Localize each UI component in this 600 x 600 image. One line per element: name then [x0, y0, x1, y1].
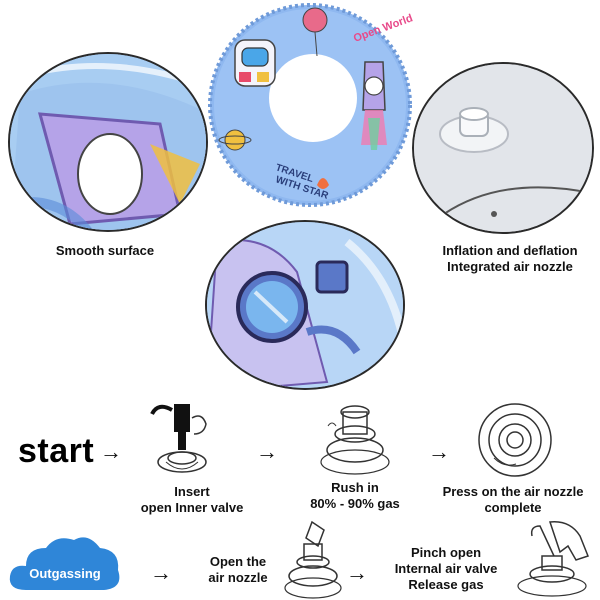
astronaut-icon	[234, 39, 276, 87]
press-caption-line2: complete	[484, 500, 542, 515]
air-nozzle-caption: Inflation and deflation Integrated air n…	[420, 243, 600, 275]
rush-caption-line2: 80% - 90% gas	[310, 496, 400, 511]
pump-icon	[150, 404, 207, 473]
outgassing-label: Outgassing	[29, 566, 101, 581]
open-nozzle-caption: Open the air nozzle	[196, 554, 280, 586]
air-nozzle-caption-line1: Inflation and deflation	[442, 243, 578, 258]
open-nozzle-caption-line1: Open the	[209, 554, 267, 569]
smooth-surface-closeup	[8, 52, 208, 232]
air-nozzle-caption-line2: Integrated air nozzle	[447, 259, 573, 274]
swim-ring-image: Open World TRAVEL WITH STAR	[208, 3, 414, 207]
press-caption: Press on the air nozzle complete	[426, 484, 600, 516]
arrow-icon: →	[346, 560, 368, 585]
insert-caption-line1: Insert	[174, 484, 210, 499]
air-valve-icon	[284, 520, 342, 599]
start-label: start	[18, 432, 95, 470]
pinch-caption-line1: Pinch open	[410, 545, 482, 560]
rush-caption-line1: Rush in	[331, 480, 379, 495]
arrow-icon: →	[428, 439, 450, 464]
hand-icon	[517, 521, 589, 597]
pinch-caption-line2: Internal air valve	[394, 561, 498, 576]
smooth-surface-caption: Smooth surface	[55, 243, 155, 258]
planet-icon	[218, 129, 252, 151]
air-valve-icon	[414, 64, 592, 232]
arrow-icon: →	[256, 439, 278, 464]
arrow-icon: →	[150, 560, 172, 585]
insert-caption-line2: open Inner valve	[140, 500, 244, 515]
pinch-caption-line3: Release gas	[408, 577, 484, 592]
rush-caption: Rush in 80% - 90% gas	[285, 480, 425, 512]
open-nozzle-caption-line2: air nozzle	[208, 570, 268, 585]
air-nozzle-closeup	[412, 62, 594, 234]
air-valve-icon	[478, 403, 552, 477]
arrow-icon: →	[100, 439, 122, 464]
press-caption-line1: Press on the air nozzle	[442, 484, 584, 499]
insert-caption: Insert open Inner valve	[122, 484, 262, 516]
pinch-caption: Pinch open Internal air valve Release ga…	[384, 545, 508, 593]
cloud-icon	[9, 537, 120, 590]
air-valve-icon	[320, 405, 390, 475]
balloon-icon	[302, 7, 328, 57]
rocket-icon	[361, 61, 387, 150]
astronaut-closeup	[205, 220, 405, 390]
